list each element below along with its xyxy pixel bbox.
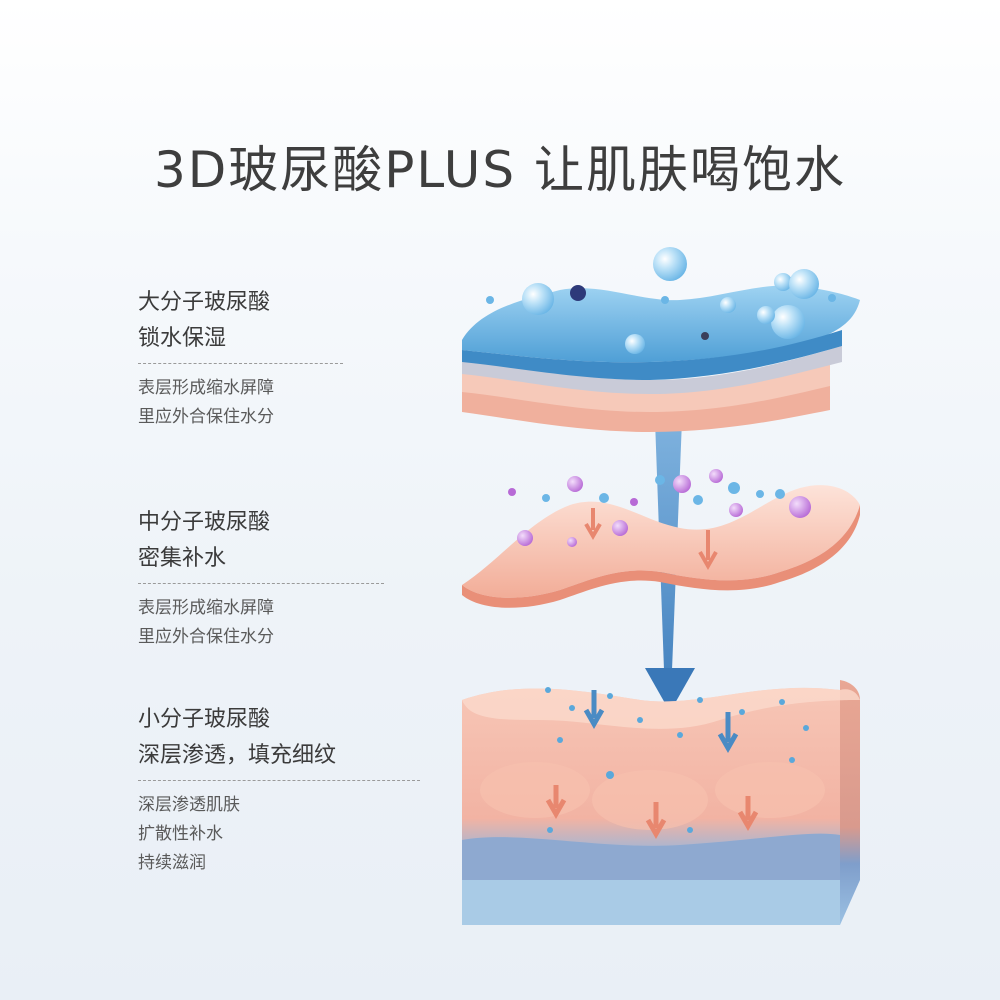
section-detail: 持续滋润 [138,853,206,873]
top-water-layer [462,285,860,432]
divider [138,363,343,364]
skin-layers-illustration [462,247,860,925]
section-detail: 里应外合保住水分 [138,407,274,427]
section-detail: 里应外合保住水分 [138,627,274,647]
section-detail: 表层形成缩水屏障 [138,598,274,618]
small-molecule-cluster [545,687,809,840]
middle-skin-layer [462,485,860,608]
section-heading-line: 深层渗透，填充细纹 [138,743,337,768]
section-detail: 深层渗透肌肤 [138,795,240,815]
divider [138,583,384,584]
section-heading-line: 密集补水 [138,546,227,571]
section-large-molecule: 大分子玻尿酸 锁水保湿 表层形成缩水屏障 里应外合保住水分 [138,285,343,432]
section-medium-molecule: 中分子玻尿酸 密集补水 表层形成缩水屏障 里应外合保住水分 [138,505,384,652]
bottom-skin-cube [462,680,860,925]
medium-molecule-cluster [508,469,811,571]
section-heading-line: 锁水保湿 [138,326,227,351]
section-heading-line: 大分子玻尿酸 [138,290,271,315]
page-title: 3D玻尿酸PLUS 让肌肤喝饱水 [153,141,847,199]
section-heading-line: 小分子玻尿酸 [138,707,271,732]
section-detail: 表层形成缩水屏障 [138,378,274,398]
divider [138,780,420,781]
section-detail: 扩散性补水 [138,824,223,844]
large-molecule-cluster [486,247,836,354]
section-small-molecule: 小分子玻尿酸 深层渗透，填充细纹 深层渗透肌肤 扩散性补水 持续滋润 [138,702,420,878]
section-heading-line: 中分子玻尿酸 [138,510,271,535]
